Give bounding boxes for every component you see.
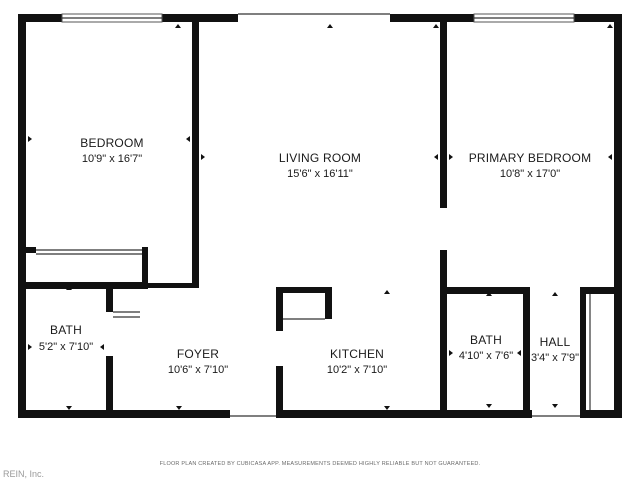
room-labels: BEDROOM 10'9" x 16'7" LIVING ROOM 15'6" …: [39, 136, 591, 376]
wall-kitchen-left: [276, 366, 283, 418]
room-bath-right-dims: 4'10" x 7'6": [459, 350, 513, 362]
wall-pantry-left: [276, 287, 283, 331]
room-living-name: LIVING ROOM: [279, 151, 361, 165]
room-living-dims: 15'6" x 16'11": [287, 168, 353, 180]
wall-hall-top: [580, 287, 622, 294]
wall-bath-hall: [523, 287, 530, 418]
room-foyer-name: FOYER: [177, 347, 219, 361]
interior-walls: [18, 14, 622, 418]
wall-bottom-right: [580, 410, 622, 418]
wall-pantry-right: [325, 287, 332, 319]
room-bedroom-dims: 10'9" x 16'7": [82, 153, 142, 165]
wall-left: [18, 14, 26, 418]
room-primary-dims: 10'8" x 17'0": [500, 168, 560, 180]
windows: [61, 13, 580, 417]
room-bath-left-dims: 5'2" x 7'10": [39, 341, 93, 353]
wall-closet-right: [142, 247, 148, 289]
wall-bath-foyer: [106, 282, 113, 312]
wall-bottom-left: [18, 410, 230, 418]
wall-bath-top: [18, 282, 148, 289]
room-hall-name: HALL: [540, 335, 571, 349]
room-primary-name: PRIMARY BEDROOM: [469, 151, 592, 165]
room-bath-left-name: BATH: [50, 323, 82, 337]
wall-bedroom-living: [192, 14, 199, 288]
wall-kitchen-bath: [440, 290, 447, 418]
wall-bath-foyer-lower: [106, 356, 113, 418]
wall-closet-top: [18, 247, 36, 253]
footer-note: FLOOR PLAN CREATED BY CUBICASA APP. MEAS…: [160, 461, 481, 467]
room-hall-dims: 3'4" x 7'9": [531, 352, 579, 364]
room-kitchen-dims: 10'2" x 7'10": [327, 364, 387, 376]
wall-living-primary-lower: [440, 250, 447, 290]
wall-bedroom-bottom-stub: [148, 283, 199, 288]
wall-living-primary-upper: [440, 14, 447, 208]
room-bath-right-name: BATH: [470, 333, 502, 347]
wall-right: [614, 14, 622, 418]
wall-bottom-mid: [276, 410, 532, 418]
room-kitchen-name: KITCHEN: [330, 347, 384, 361]
room-foyer-dims: 10'6" x 7'10": [168, 364, 228, 376]
watermark: REIN, Inc.: [3, 469, 44, 479]
room-bedroom-name: BEDROOM: [80, 136, 143, 150]
wall-bath-right-top: [440, 287, 530, 294]
wall-pantry-top: [276, 287, 332, 293]
wall-hall-right-inner: [580, 287, 586, 418]
dimension-ticks: [28, 24, 613, 410]
